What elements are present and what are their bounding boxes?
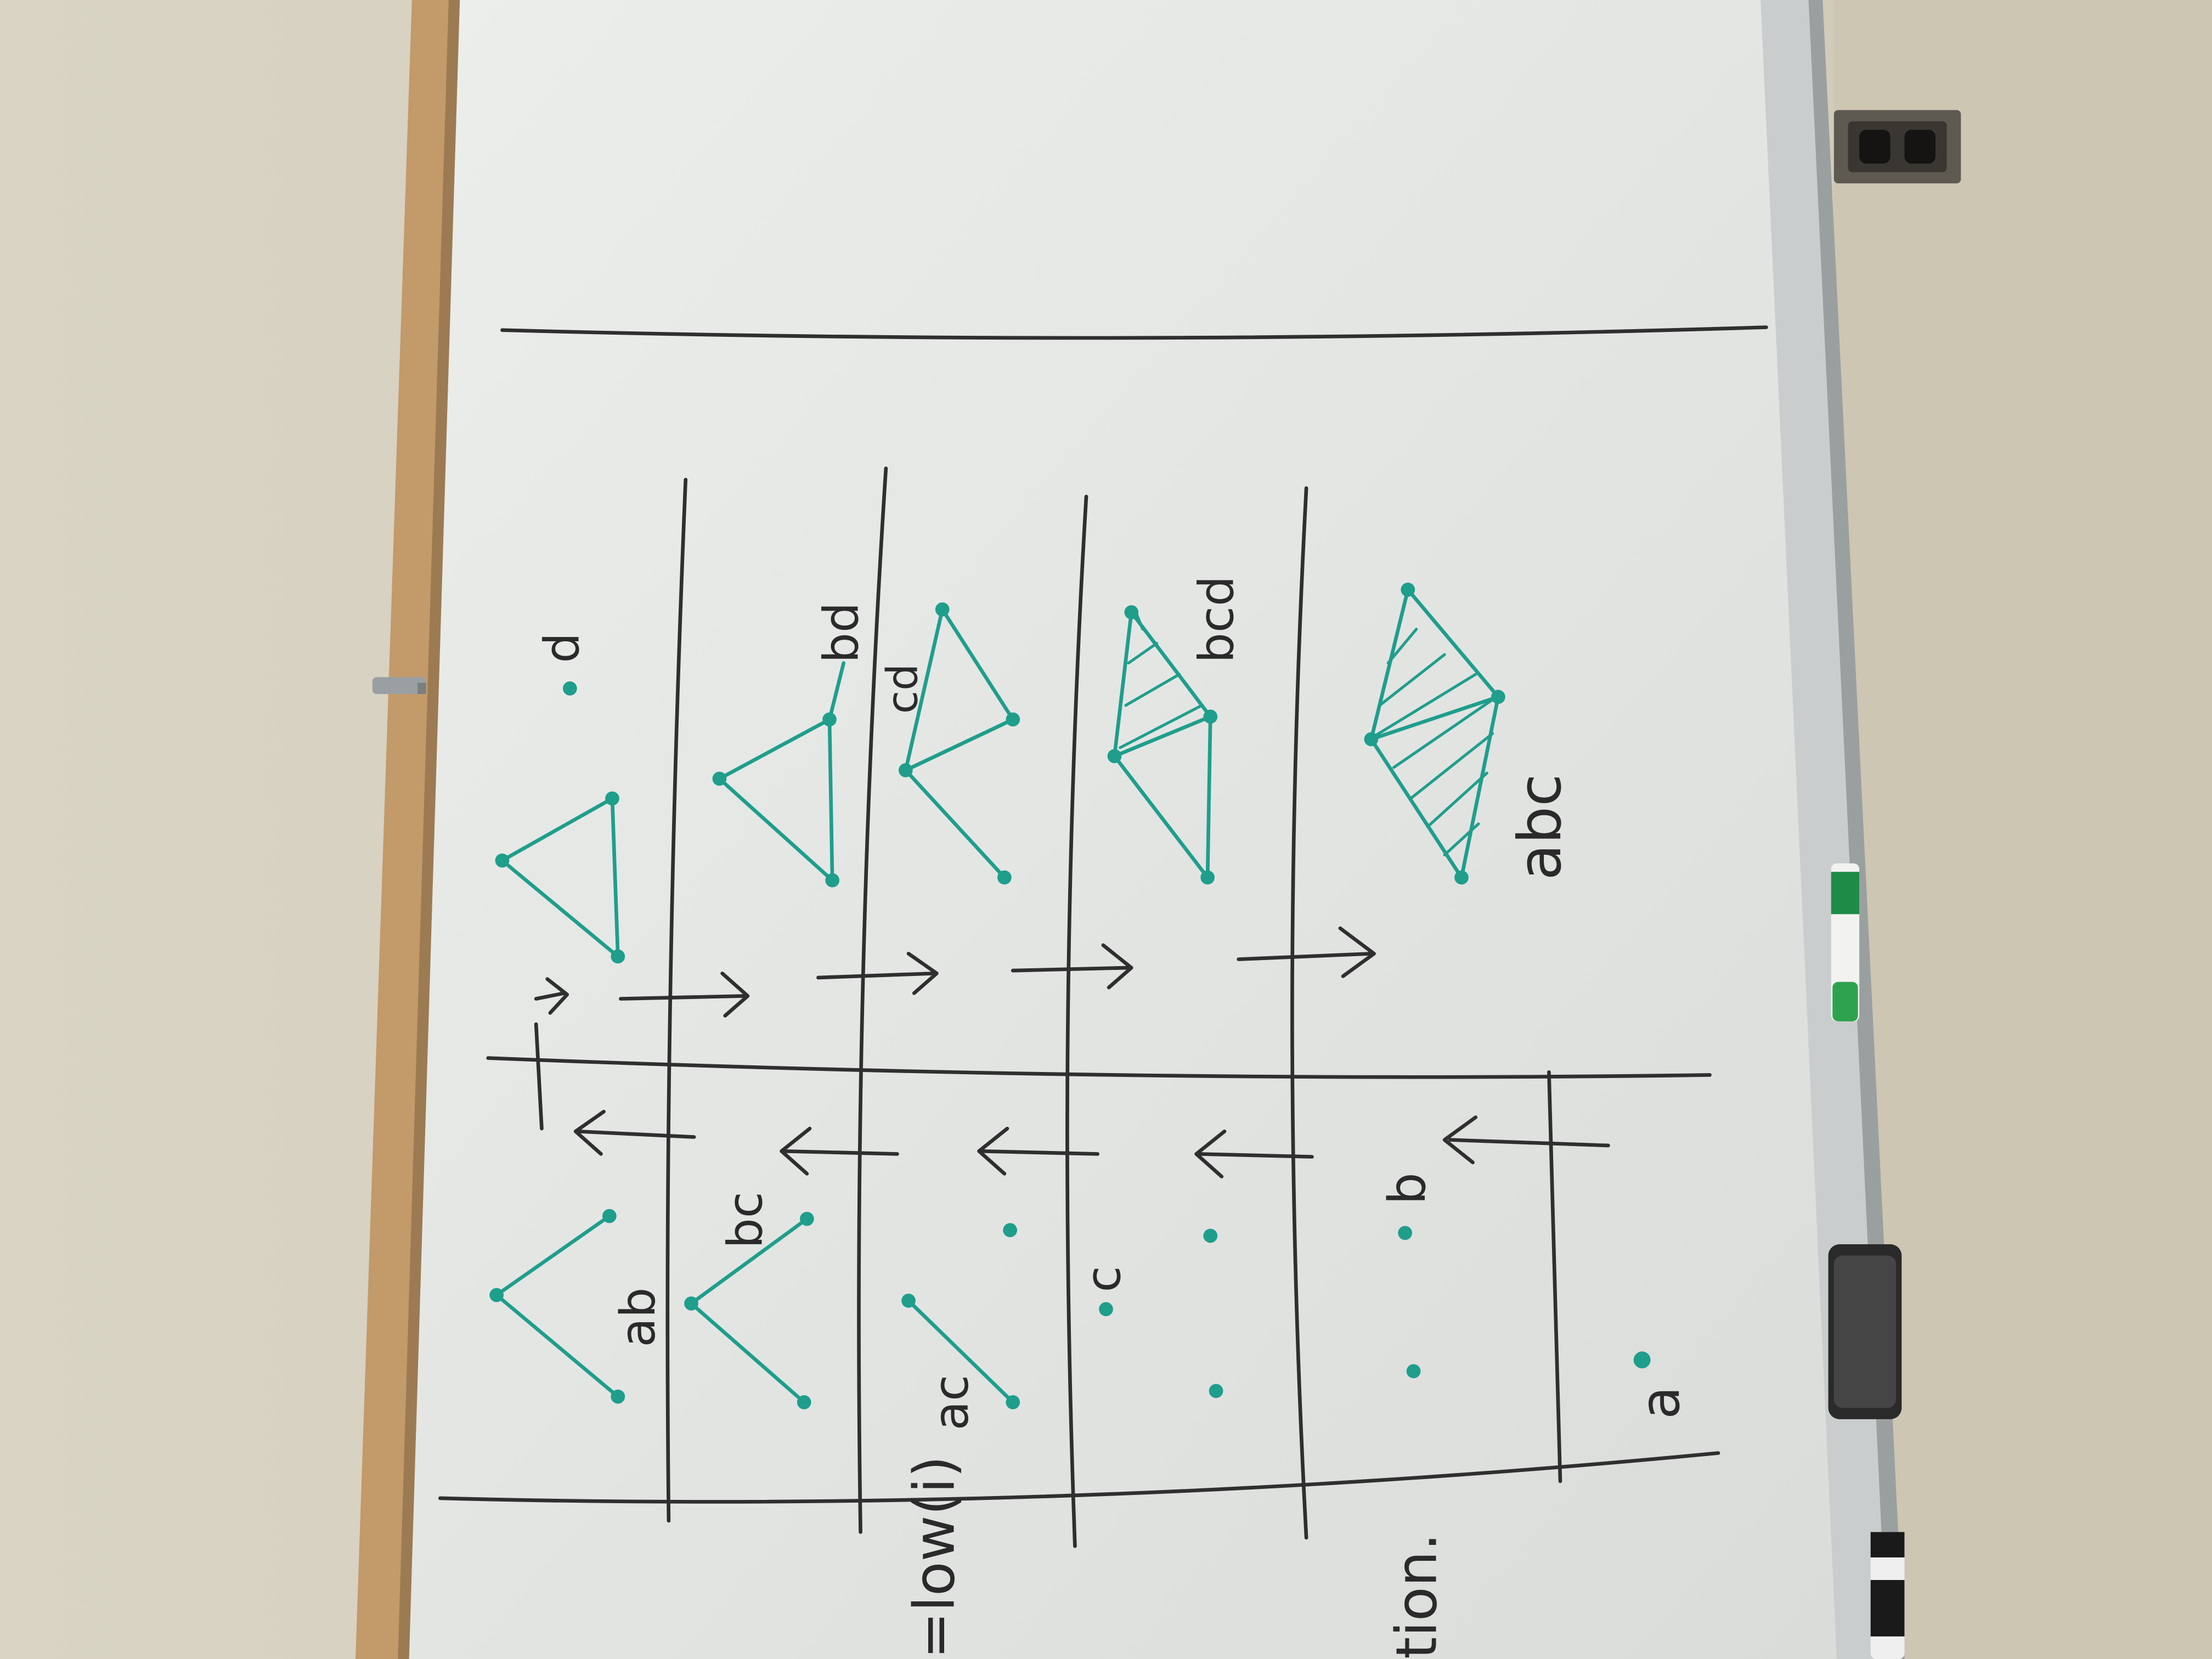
clip-hook [417,682,426,695]
marker-black-icon[interactable] [1870,1532,1905,1659]
clip [372,677,426,695]
label-bcd: bcd [1188,576,1244,663]
eraser-icon[interactable] [1828,1244,1902,1419]
label-low: =low(i) [902,1455,967,1659]
label-ac: ac [923,1375,979,1431]
board-labels: d ab bc bd cd ac c bcd b abc a =low(i) t… [534,576,1692,1659]
label-d: d [534,633,590,663]
label-tion: tion. [1385,1533,1450,1659]
wood-trim [356,0,449,1659]
wood-trim-edge [398,0,460,1659]
arrows-left [573,1109,1610,1178]
hatching [1119,613,1494,856]
grid-lines [438,325,1768,1548]
label-bc: bc [718,1192,774,1249]
arrows-right [534,926,1376,1018]
label-ab: ab [610,1288,666,1347]
label-bd: bd [813,602,869,663]
label-cd: cd [878,664,927,714]
outlet-icon [1833,110,1961,184]
marker-green-icon[interactable] [1831,863,1860,1022]
label-abc: abc [1506,774,1575,880]
label-c: c [1076,1266,1132,1292]
label-b: b [1378,1172,1437,1205]
vertex-dots [489,583,1651,1409]
label-a: a [1629,1386,1692,1419]
